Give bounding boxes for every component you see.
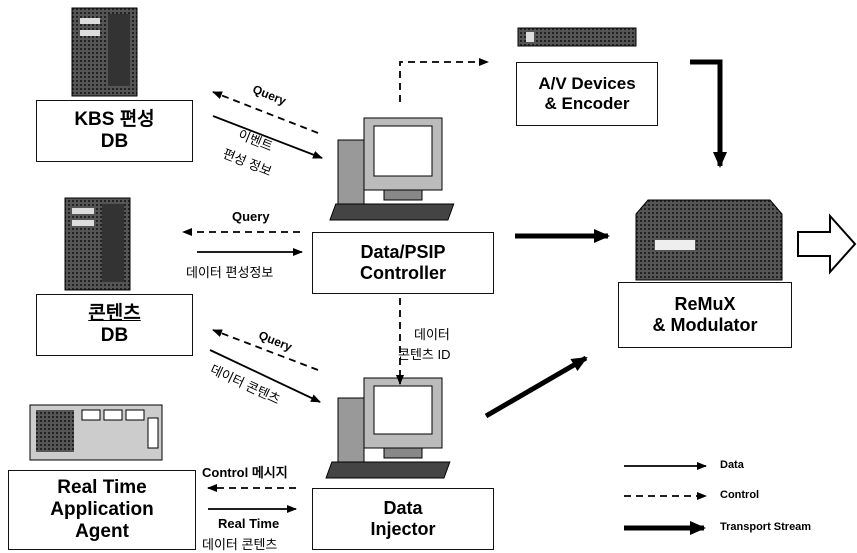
content-server-icon (64, 197, 131, 291)
edge-kbs-query (212, 91, 319, 134)
av-line1: A/V Devices (538, 74, 636, 94)
edge-av-remux (690, 59, 727, 168)
content-db-box: 콘텐츠 DB (36, 294, 193, 356)
edge-controller-av (399, 58, 489, 102)
remux-line2: & Modulator (652, 315, 758, 335)
injector-box: Data Injector (312, 488, 494, 550)
rt-agent-line3: Agent (75, 520, 129, 542)
label-content-data: 데이터 편성정보 (186, 265, 274, 280)
edge-injector-query (212, 329, 319, 371)
legend-data-label: Data (720, 459, 744, 471)
label-rt-data-2: 데이터 콘텐츠 (202, 537, 278, 552)
controller-line2: Controller (359, 263, 446, 283)
injector-computer-icon (325, 377, 451, 479)
controller-line1: Data/PSIP (360, 242, 446, 263)
agent-device-icon (29, 404, 163, 461)
edge-kbs-event (212, 115, 323, 159)
kbs-server-icon (71, 7, 138, 97)
remux-box: ReMuX & Modulator (618, 282, 792, 348)
label-content-query: Query (232, 209, 270, 224)
content-db-line1: 콘텐츠 (88, 303, 141, 325)
controller-box: Data/PSIP Controller (312, 232, 494, 294)
label-rt-data-1: Real Time (218, 516, 280, 531)
output-arrow (797, 213, 857, 275)
injector-line1: Data (383, 498, 423, 519)
label-ctrl-inj-2: 콘텐츠 ID (398, 347, 451, 362)
rt-agent-line1: Real Time (57, 477, 147, 499)
legend-control-label: Control (720, 489, 760, 501)
label-ctrl-inj-1: 데이터 (414, 327, 450, 342)
kbs-db-box: KBS 편성 DB (36, 100, 193, 162)
av-device-icon (517, 27, 637, 47)
remux-device-icon (635, 199, 783, 281)
edge-injector-remux (484, 355, 588, 419)
label-rt-control: Control 메시지 (202, 465, 288, 480)
content-db-line2: DB (100, 325, 129, 346)
rt-agent-box: Real Time Application Agent (8, 470, 196, 550)
controller-computer-icon (329, 117, 455, 221)
edge-injector-data (209, 349, 321, 403)
kbs-db-line1: KBS 편성 (74, 109, 155, 131)
injector-line2: Injector (370, 519, 436, 539)
av-box: A/V Devices & Encoder (516, 62, 658, 126)
av-line2: & Encoder (544, 94, 630, 113)
rt-agent-line2: Application (50, 499, 154, 521)
legend-transport-label: Transport Stream (720, 521, 812, 533)
remux-line1: ReMuX (674, 294, 736, 315)
kbs-db-line2: DB (100, 131, 129, 152)
